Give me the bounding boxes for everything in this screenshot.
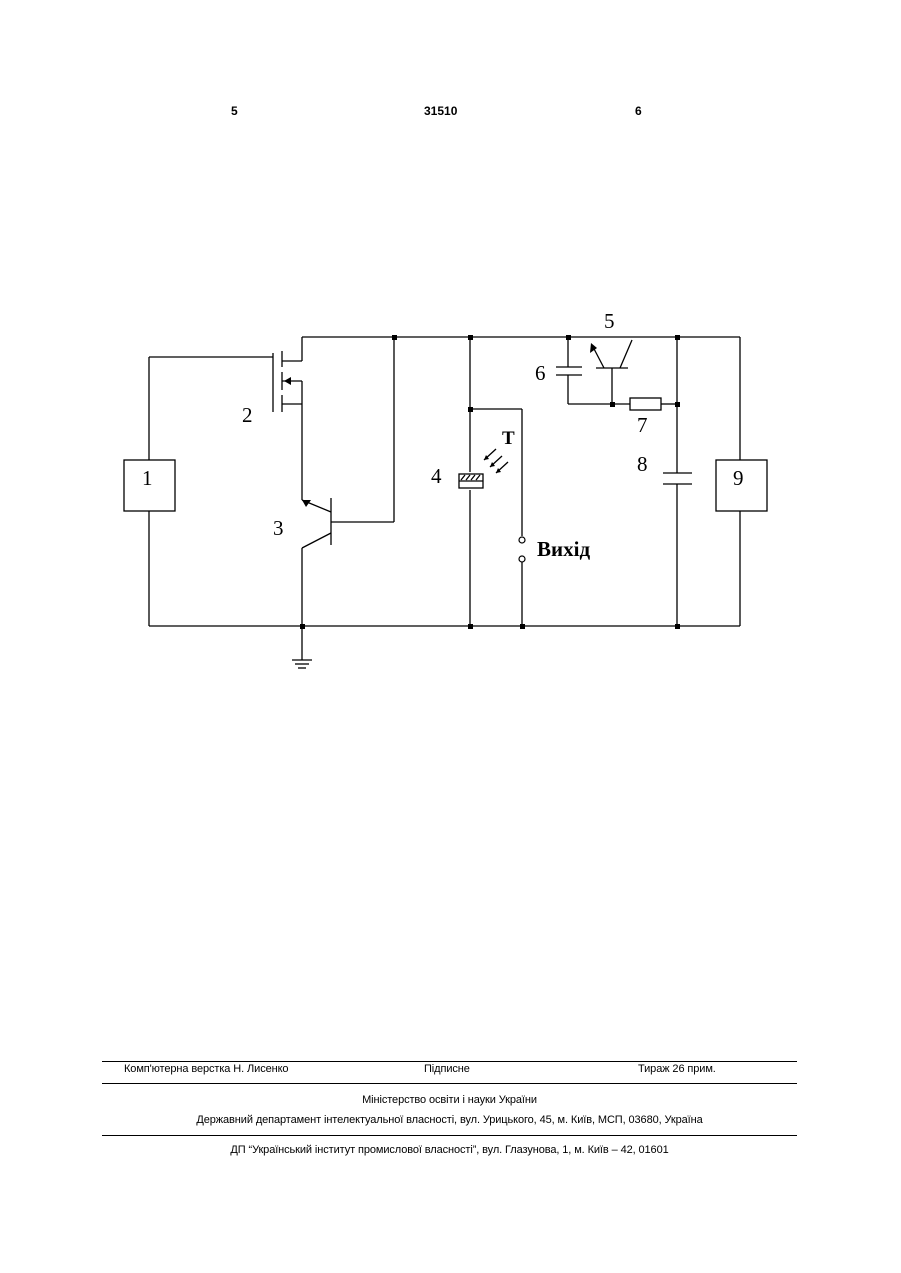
transistor5-collector xyxy=(620,340,632,368)
label-transistor2: 2 xyxy=(242,403,253,427)
junction-dot xyxy=(468,407,473,412)
junction-dot xyxy=(468,335,473,340)
output-terminal-bottom xyxy=(519,556,525,562)
footer-department: Державний департамент інтелектуальної вл… xyxy=(102,1114,797,1126)
footer-rule-bottom xyxy=(102,1135,797,1136)
output-terminal-top xyxy=(519,537,525,543)
label-temperature: T xyxy=(502,428,515,449)
transistor2-substrate-arrow xyxy=(284,377,291,385)
junction-dot xyxy=(520,624,525,629)
footer-signed: Підписне xyxy=(424,1063,470,1075)
label-transistor5: 5 xyxy=(604,309,615,333)
junction-dot xyxy=(468,624,473,629)
footer-circulation: Тираж 26 прим. xyxy=(638,1063,716,1075)
label-sensor4: 4 xyxy=(431,464,442,488)
circuit-diagram: 1 2 3 4 5 6 7 8 9 T Вихід xyxy=(0,0,901,760)
label-block9: 9 xyxy=(733,466,744,490)
footer-institute: ДП “Український інститут промислової вла… xyxy=(102,1144,797,1156)
junction-dot xyxy=(675,402,680,407)
label-resistor7: 7 xyxy=(637,413,648,437)
junction-dot xyxy=(675,624,680,629)
label-capacitor8: 8 xyxy=(637,452,648,476)
label-output: Вихід xyxy=(537,537,590,561)
junction-dot xyxy=(300,624,305,629)
transistor3-collector xyxy=(302,533,331,548)
junction-dot xyxy=(566,335,571,340)
junction-dot xyxy=(675,335,680,340)
footer-ministry: Міністерство освіти і науки України xyxy=(102,1094,797,1106)
label-capacitor6: 6 xyxy=(535,361,546,385)
footer-layout-credit: Комп'ютерна верстка Н. Лисенко xyxy=(124,1063,288,1075)
junction-dot xyxy=(392,335,397,340)
label-block1: 1 xyxy=(142,466,153,490)
footer-rule-top xyxy=(102,1061,797,1062)
label-transistor3: 3 xyxy=(273,516,284,540)
resistor7-body xyxy=(630,398,661,410)
junction-dot xyxy=(610,402,615,407)
footer-rule-middle xyxy=(102,1083,797,1084)
